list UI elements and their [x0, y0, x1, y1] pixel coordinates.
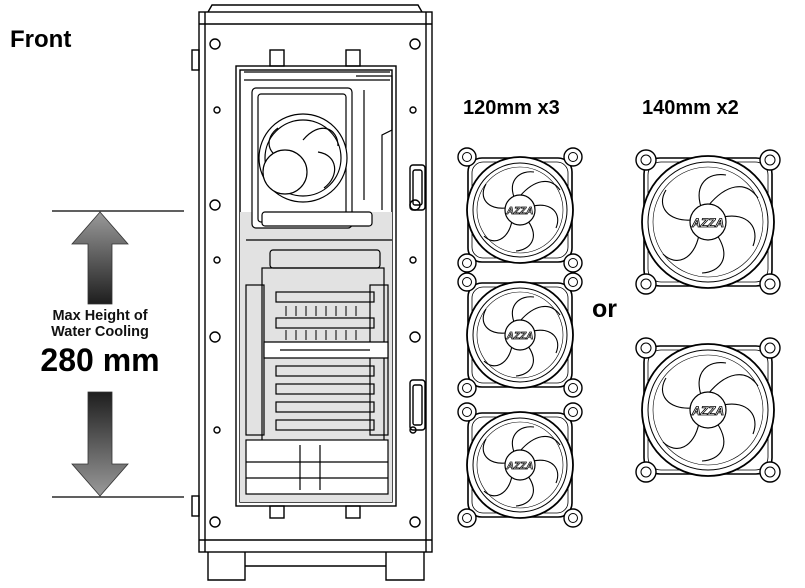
max-height-value: 280 mm: [40, 342, 160, 378]
max-height-line2: Water Cooling: [51, 324, 149, 340]
fan-option-120-label: 120mm x3: [463, 97, 560, 119]
up-arrow-icon: [71, 211, 129, 305]
fan-icon: [457, 402, 583, 528]
fan-icon: [457, 147, 583, 273]
fan-group-140mm: [635, 149, 781, 483]
fan-group-120mm: [457, 147, 583, 528]
front-label: Front: [10, 26, 72, 53]
fan-icon: [457, 272, 583, 398]
slot-vents: [285, 306, 357, 340]
or-separator: or: [592, 295, 617, 323]
max-height-line1: Max Height of: [52, 308, 148, 324]
case-internals: [244, 71, 393, 495]
water-cooling-height-label: Max Height of Water Cooling 280 mm: [0, 308, 200, 379]
fan-icon: [635, 337, 781, 483]
fan-icon: [635, 149, 781, 295]
down-arrow-icon: [71, 391, 129, 497]
height-measurement: [52, 210, 184, 498]
fan-option-140-label: 140mm x2: [642, 97, 739, 119]
